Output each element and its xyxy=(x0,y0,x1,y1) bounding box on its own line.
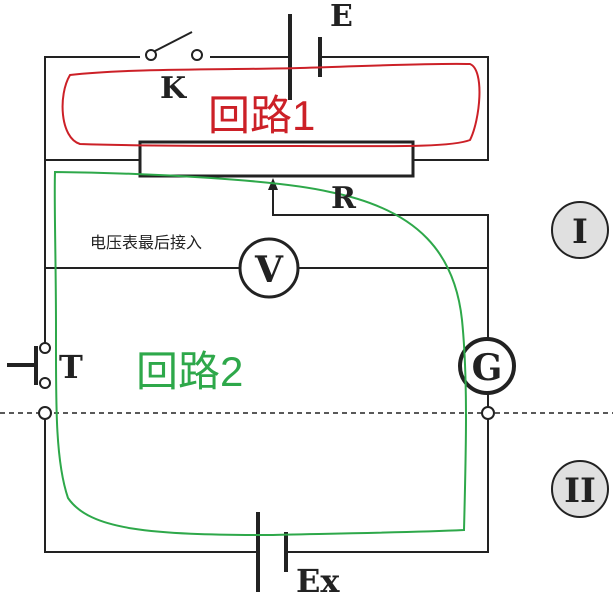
voltmeter-note: 电压表最后接入 xyxy=(90,234,202,252)
region-2-label: II xyxy=(564,471,596,511)
voltmeter-label: V xyxy=(254,249,284,291)
loop2-outline xyxy=(53,170,467,537)
battery-Ex xyxy=(256,512,288,592)
region-1-badge xyxy=(551,201,609,259)
region-1-label: I xyxy=(572,212,588,252)
switch-T xyxy=(7,342,51,389)
loop1-outline xyxy=(61,62,481,148)
switch-K xyxy=(140,31,210,67)
switch-K-label: K xyxy=(160,71,187,106)
loop1-label: 回路1 xyxy=(208,92,315,139)
rheostat-slider xyxy=(268,178,489,340)
battery-Ex-label: Ex xyxy=(296,562,340,594)
rheostat-R xyxy=(138,140,415,178)
region-2-badge xyxy=(551,460,609,518)
terminal-left xyxy=(38,406,52,420)
loop2-label: 回路2 xyxy=(136,348,243,395)
galvanometer-label: G xyxy=(472,347,503,389)
terminal-right xyxy=(481,406,495,420)
wires-left xyxy=(44,160,489,553)
battery-E xyxy=(288,14,322,100)
rheostat-R-label: R xyxy=(331,181,357,216)
battery-E-label: E xyxy=(330,0,353,34)
voltmeter-V xyxy=(238,237,300,299)
switch-T-label: T xyxy=(59,348,83,386)
